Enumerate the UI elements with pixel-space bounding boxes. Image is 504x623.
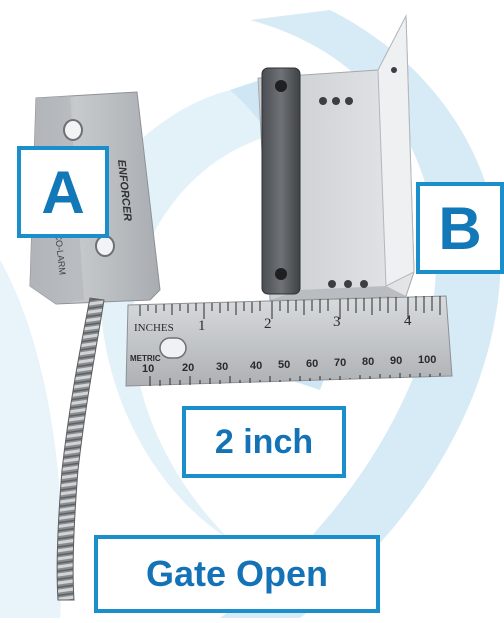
ruler-inches-label: INCHES (134, 322, 174, 334)
ruler-metric-mark: 70 (334, 357, 346, 369)
size-label: 2 inch (182, 406, 346, 478)
armored-cable (56, 297, 105, 601)
magnet-block (261, 67, 301, 295)
ruler-metric-mark: 100 (418, 354, 436, 366)
ruler-metric-mark: 90 (390, 355, 402, 367)
status-label: Gate Open (94, 535, 380, 613)
ruler-metric-mark: 80 (362, 356, 374, 368)
part-a-label: A (17, 146, 109, 238)
ruler-metric-mark: 50 (278, 359, 290, 371)
part-b-label: B (416, 182, 504, 274)
ruler-metric-mark: 20 (182, 362, 194, 374)
ruler: INCHES 1 2 3 4 METRIC 10 20 30 40 50 60 … (125, 295, 453, 387)
ruler-metric-mark: 40 (250, 360, 262, 372)
ruler-inch-mark: 2 (264, 316, 272, 332)
ruler-inch-mark: 3 (333, 314, 341, 330)
ruler-inch-mark: 1 (198, 318, 206, 334)
ruler-metric-mark: 10 (142, 363, 154, 375)
ruler-metric-label: METRIC (130, 354, 161, 363)
ruler-metric-mark: 60 (306, 358, 318, 370)
ruler-inch-mark: 4 (404, 313, 412, 329)
ruler-metric-mark: 30 (216, 361, 228, 373)
